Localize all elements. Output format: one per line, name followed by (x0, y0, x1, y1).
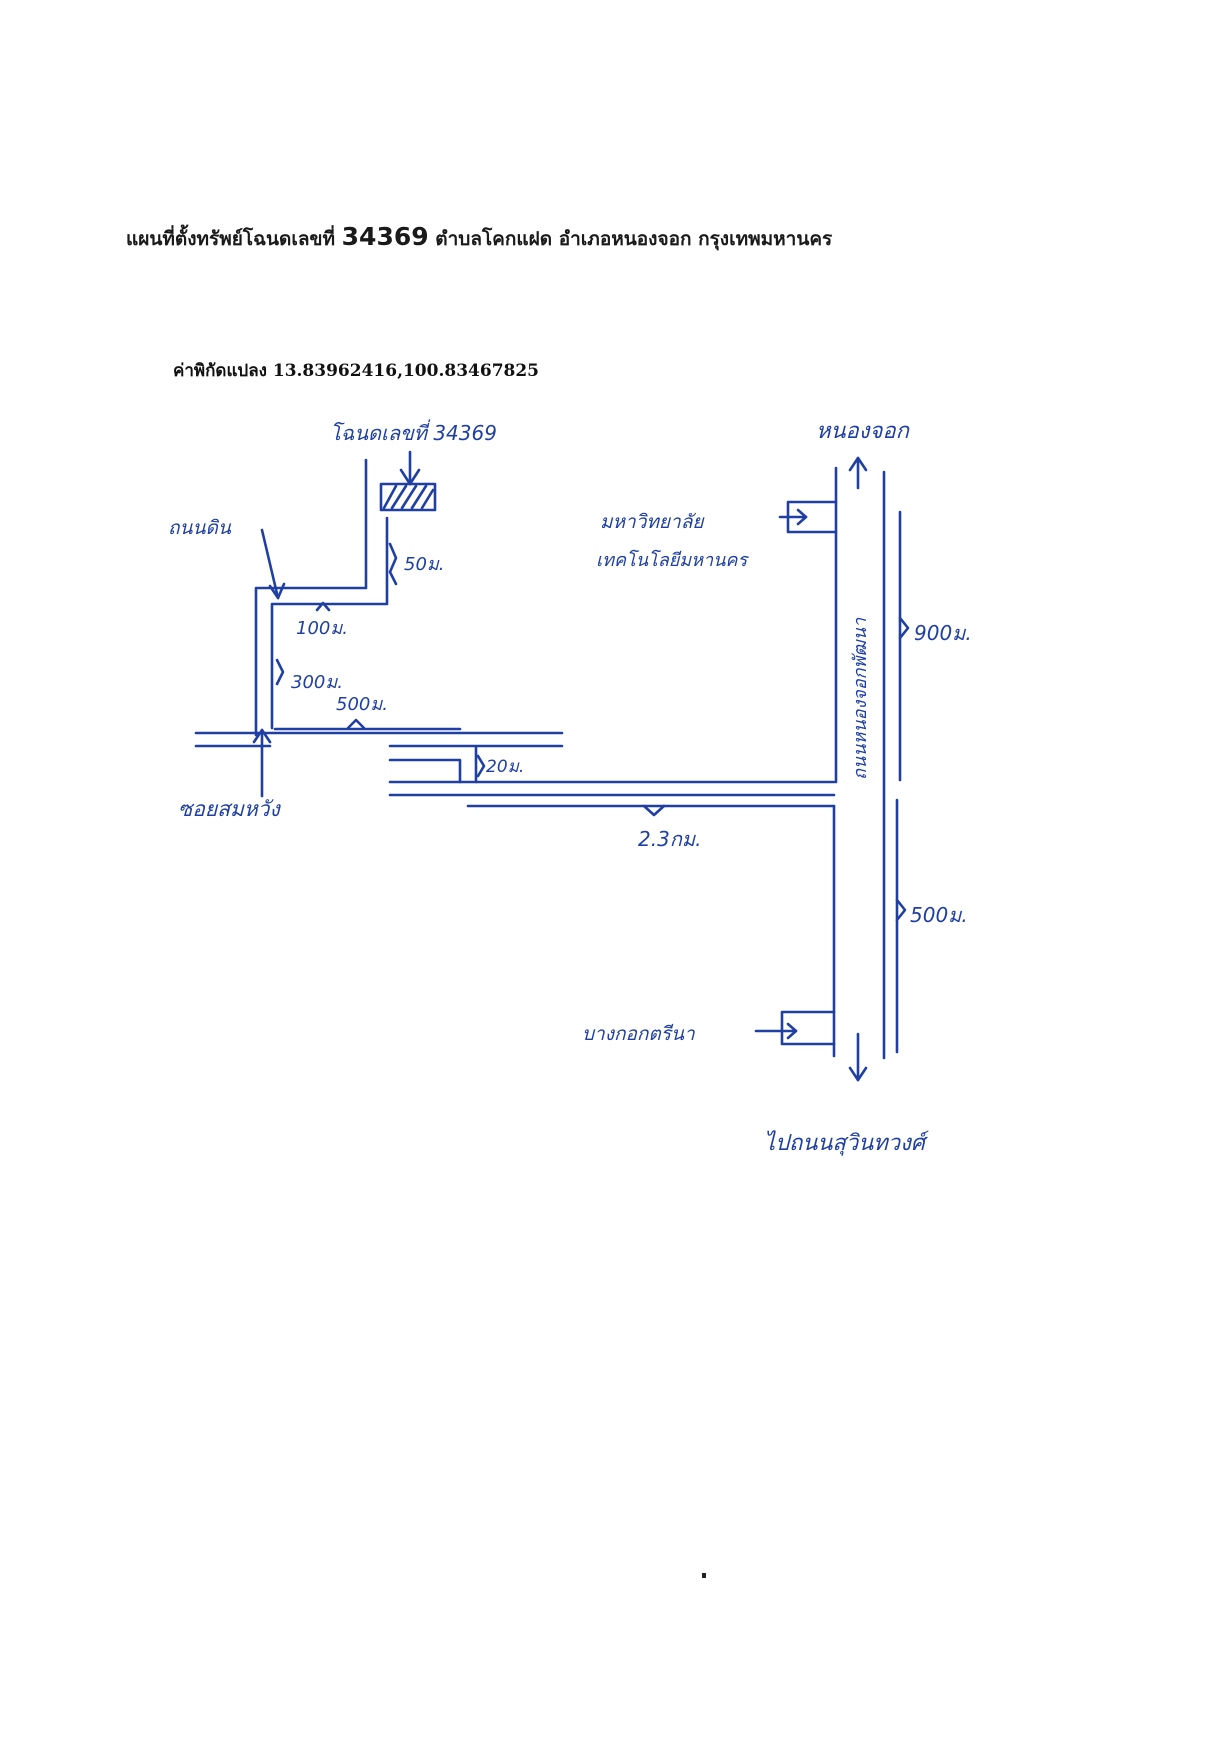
dirt-road-pointer (260, 528, 280, 600)
coordinates-label: ค่าพิกัดแปลง (173, 361, 267, 381)
long-road-distance: 2.3กม. (638, 827, 701, 851)
north-destination-label: หนองจอก (816, 419, 911, 444)
dirt-horizontal-brace (315, 601, 331, 612)
deed-plot-label: โฉนดเลขที่ 34369 (330, 419, 497, 445)
scan-speck (702, 1573, 706, 1578)
long-road-brace (642, 804, 666, 817)
university-marker (778, 500, 838, 534)
soi-segment-brace (346, 718, 366, 730)
soi-segment-distance: 500ม. (336, 694, 388, 715)
soi-road (194, 727, 564, 798)
connector-edge-left (388, 758, 462, 784)
dirt-road-edge-outer (254, 458, 368, 737)
dirt-vertical-distance: 300ม. (291, 672, 343, 693)
south-landmark-arrowhead (786, 1022, 798, 1040)
connector-road (388, 746, 478, 784)
south-landmark-label: บางกอกตรีนา (582, 1023, 696, 1045)
dirt-road-label: ถนนดิน (168, 517, 232, 539)
deed-plot-box (379, 482, 437, 512)
main-north-distance: 900ม. (914, 621, 972, 645)
dirt-road-arrowhead (268, 582, 286, 600)
soi-label: ซอยสมหวัง (178, 797, 281, 821)
long-road (388, 780, 836, 817)
south-arrow-head (848, 1066, 868, 1082)
deed-plot-hatch (390, 484, 408, 510)
page-title: แผนที่ตั้งทรัพย์โฉนดเลขที่ 34369 ตำบลโคก… (126, 222, 832, 254)
plot-distance-brace (388, 542, 398, 586)
dirt-road-edge-inner (270, 516, 389, 730)
university-arrowhead (796, 508, 808, 526)
south-destination-label: ไปถนนสุวินทวงศ์ (764, 1130, 930, 1156)
university-label-line2: เทคโนโลยีมหานคร (596, 549, 749, 571)
main-road (832, 456, 886, 1082)
dirt-horizontal-distance: 100ม. (296, 618, 348, 639)
dirt-road (254, 458, 389, 737)
connector-distance: 20ม. (486, 757, 524, 777)
university-label-line1: มหาวิทยาลัย (600, 511, 705, 533)
connector-brace (476, 754, 486, 778)
title-prefix: แผนที่ตั้งทรัพย์โฉนดเลขที่ (126, 228, 336, 250)
soi-arrowhead (252, 728, 272, 744)
main-north-brace (898, 616, 910, 640)
main-south-brace (895, 898, 907, 922)
deed-plot-hatch (400, 484, 418, 510)
main-south-distance: 500ม. (910, 903, 968, 927)
dirt-vertical-brace (275, 658, 285, 686)
south-landmark-box (780, 1010, 836, 1046)
deed-number: 34369 (341, 222, 429, 251)
deed-plot-hatch (410, 484, 428, 510)
south-landmark-marker (754, 1010, 836, 1046)
coordinates-value: 13.83962416,100.83467825 (272, 361, 540, 381)
main-road-label: ถนนหนองจอกพัฒนา (850, 617, 871, 780)
deed-plot-arrowhead (399, 468, 421, 486)
deed-plot-hatch (420, 488, 435, 510)
title-suffix: ตำบลโคกแฝด อำเภอหนองจอก กรุงเทพมหานคร (435, 228, 833, 250)
plot-distance-label: 50ม. (404, 554, 445, 575)
plot-coordinates: ค่าพิกัดแปลง 13.83962416,100.83467825 (173, 357, 539, 384)
deed-plot-marker (379, 450, 437, 512)
deed-plot-hatch (382, 484, 398, 510)
north-arrow-head (848, 456, 868, 472)
